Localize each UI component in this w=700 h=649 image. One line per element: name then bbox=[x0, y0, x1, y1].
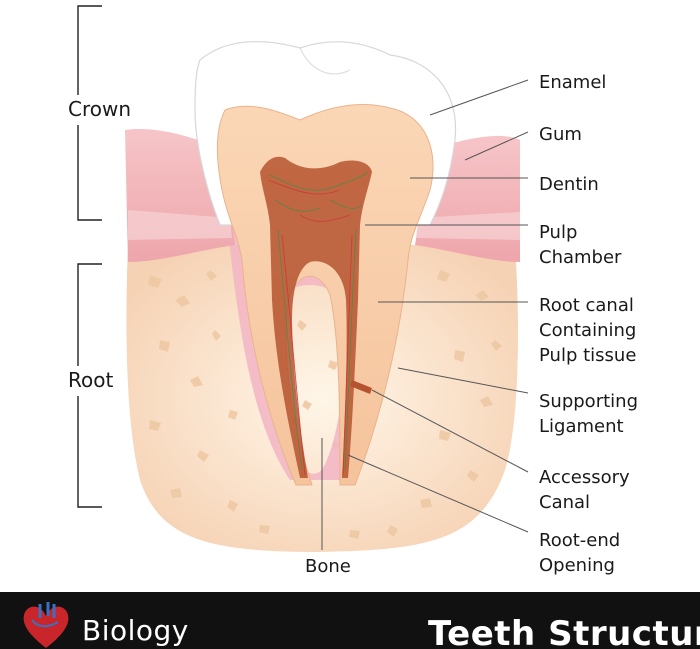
footer-banner: Biology Teeth Structure bbox=[0, 592, 700, 649]
brand-text: Biology bbox=[82, 614, 189, 647]
pulp-chamber-label-line1: Pulp bbox=[539, 222, 577, 243]
accessory-canal bbox=[350, 380, 372, 394]
pulp-vessels bbox=[269, 171, 369, 471]
pulp-chamber bbox=[260, 156, 372, 478]
dentin-label: Dentin bbox=[539, 174, 599, 195]
root-end-opening-label-line2: Opening bbox=[539, 555, 615, 576]
gum-label: Gum bbox=[539, 124, 582, 145]
heart-icon bbox=[23, 602, 69, 648]
pulp-chamber-label-line2: Chamber bbox=[539, 247, 622, 268]
diagram-title: Teeth Structure bbox=[428, 614, 700, 649]
root-canal-label-line2: Containing bbox=[539, 320, 636, 341]
bone-texture bbox=[148, 270, 502, 539]
bone-label: Bone bbox=[305, 556, 351, 577]
supporting-ligament-label-line2: Ligament bbox=[539, 416, 624, 437]
bone-region bbox=[126, 245, 518, 552]
crown-label: Crown bbox=[68, 97, 131, 121]
root-end-opening-label-line1: Root-end bbox=[539, 530, 620, 551]
accessory-canal-label-line1: Accessory bbox=[539, 467, 630, 488]
accessory-canal-label-line2: Canal bbox=[539, 492, 590, 513]
root-canal-label-line1: Root canal bbox=[539, 295, 634, 316]
supporting-ligament-label-line1: Supporting bbox=[539, 391, 638, 412]
root-canal-label-line3: Pulp tissue bbox=[539, 345, 636, 366]
tooth-illustration: Crown Root Enamel Gum Dentin Pulp Chambe… bbox=[68, 5, 638, 577]
leader-lines bbox=[321, 79, 529, 550]
root-label: Root bbox=[68, 368, 113, 392]
enamel-label: Enamel bbox=[539, 72, 606, 93]
